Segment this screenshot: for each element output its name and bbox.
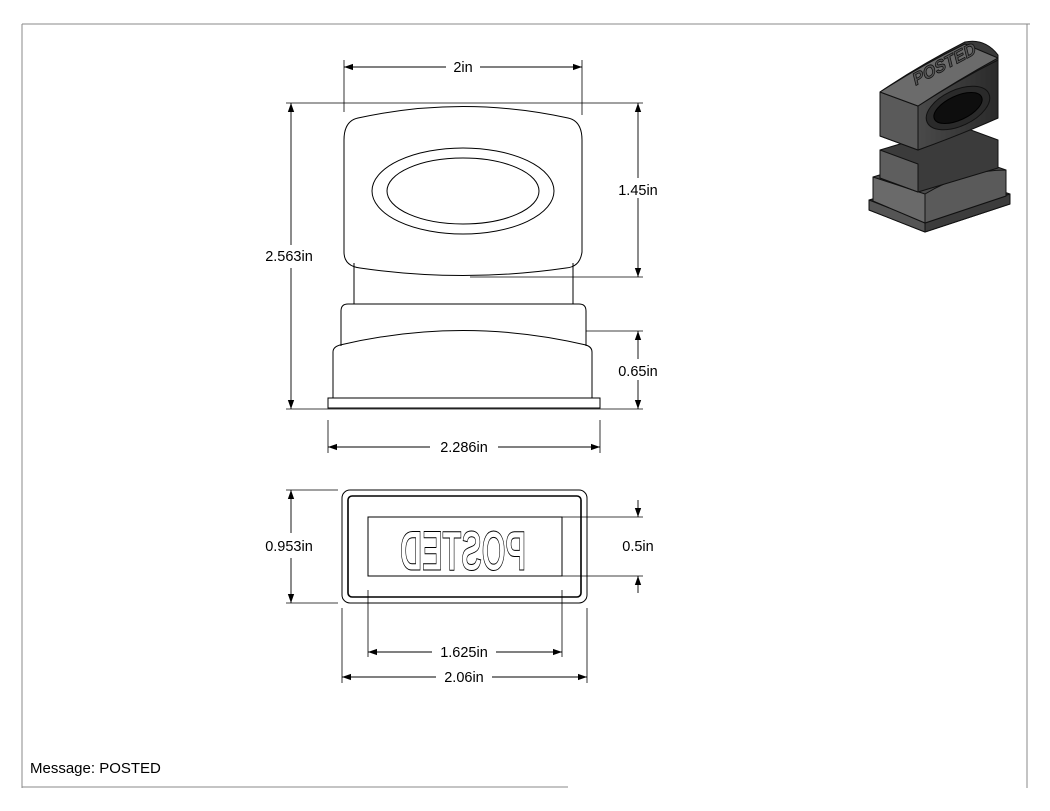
dim-handle-height: 1.45in	[618, 103, 658, 277]
dim-plate-width: 2.06in	[342, 670, 587, 686]
dim-label-top-width: 2in	[453, 60, 472, 76]
neck	[353, 263, 574, 304]
dim-label-total-height: 2.563in	[265, 249, 313, 265]
mirrored-stamp-text: POSTED	[400, 519, 526, 582]
message-caption: Message: POSTED	[30, 760, 161, 777]
handle-outline	[343, 106, 583, 276]
dim-label-handle-height: 1.45in	[618, 183, 658, 199]
lower-body	[340, 303, 587, 346]
dim-plate-height: 0.953in	[265, 490, 313, 603]
base-body	[332, 330, 593, 398]
dim-top-width: 2in	[344, 60, 582, 76]
extension-lines-bottom	[286, 489, 643, 683]
plate-inner	[347, 495, 582, 598]
dim-label-plate-height: 0.953in	[265, 539, 313, 555]
base-plate	[327, 397, 601, 409]
bottom-view: POSTED	[341, 489, 588, 604]
plate-outer	[341, 489, 588, 604]
dim-total-height: 2.563in	[265, 103, 313, 409]
dim-base-width: 2.286in	[328, 440, 600, 456]
dim-text-width: 1.625in	[368, 645, 562, 661]
dim-text-height: 0.5in	[622, 500, 654, 593]
dim-label-text-width: 1.625in	[440, 645, 488, 661]
sheet-border	[21, 23, 1030, 788]
handle-oval-inner	[386, 157, 540, 225]
dim-base-height: 0.65in	[618, 331, 658, 409]
dim-label-base-width: 2.286in	[440, 440, 488, 456]
front-view	[327, 106, 601, 409]
dim-label-plate-width: 2.06in	[444, 670, 484, 686]
extension-lines-front	[286, 60, 643, 453]
dim-label-base-height: 0.65in	[618, 364, 658, 380]
stamp-isometric-illustration: POSTED	[868, 37, 1011, 233]
handle-oval-outer	[371, 147, 555, 235]
dim-label-text-height: 0.5in	[622, 539, 653, 555]
text-area	[367, 516, 563, 577]
